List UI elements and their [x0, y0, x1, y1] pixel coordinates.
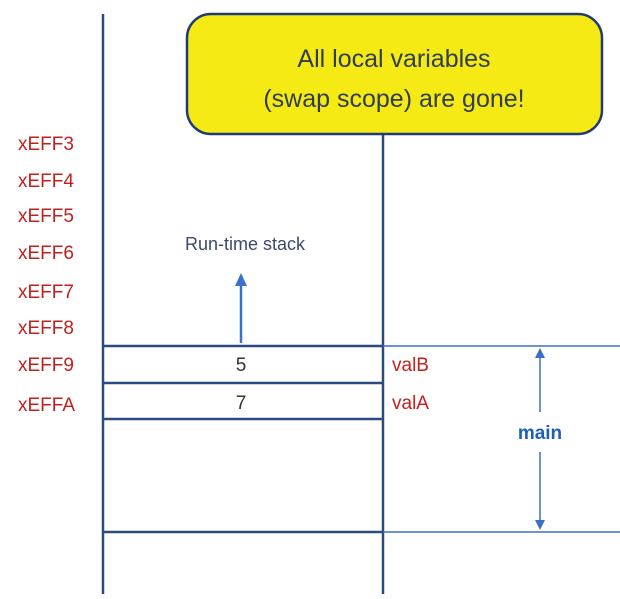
address-label: xEFF7	[18, 282, 74, 303]
address-label: xEFF9	[18, 355, 74, 376]
callout-box	[185, 12, 604, 136]
address-label: xEFF6	[18, 243, 74, 264]
callout-line-2: (swap scope) are gone!	[263, 85, 524, 113]
address-label: xEFF4	[18, 171, 74, 192]
callout-line-1: All local variables	[297, 45, 490, 73]
address-label: xEFF8	[18, 318, 74, 339]
stack-label: Run-time stack	[185, 234, 306, 254]
var-name-valA: valA	[392, 393, 429, 414]
address-label: xEFF5	[18, 206, 74, 227]
address-label: xEFF3	[18, 134, 74, 155]
address-label: xEFFA	[18, 395, 75, 416]
cell-value-valA: 7	[236, 393, 247, 414]
frame-extent-arrow-icon	[535, 348, 545, 530]
cell-value-valB: 5	[236, 355, 247, 376]
var-name-valB: valB	[392, 355, 429, 376]
stack-growth-arrow-icon	[235, 273, 247, 343]
frame-label: main	[518, 423, 562, 444]
